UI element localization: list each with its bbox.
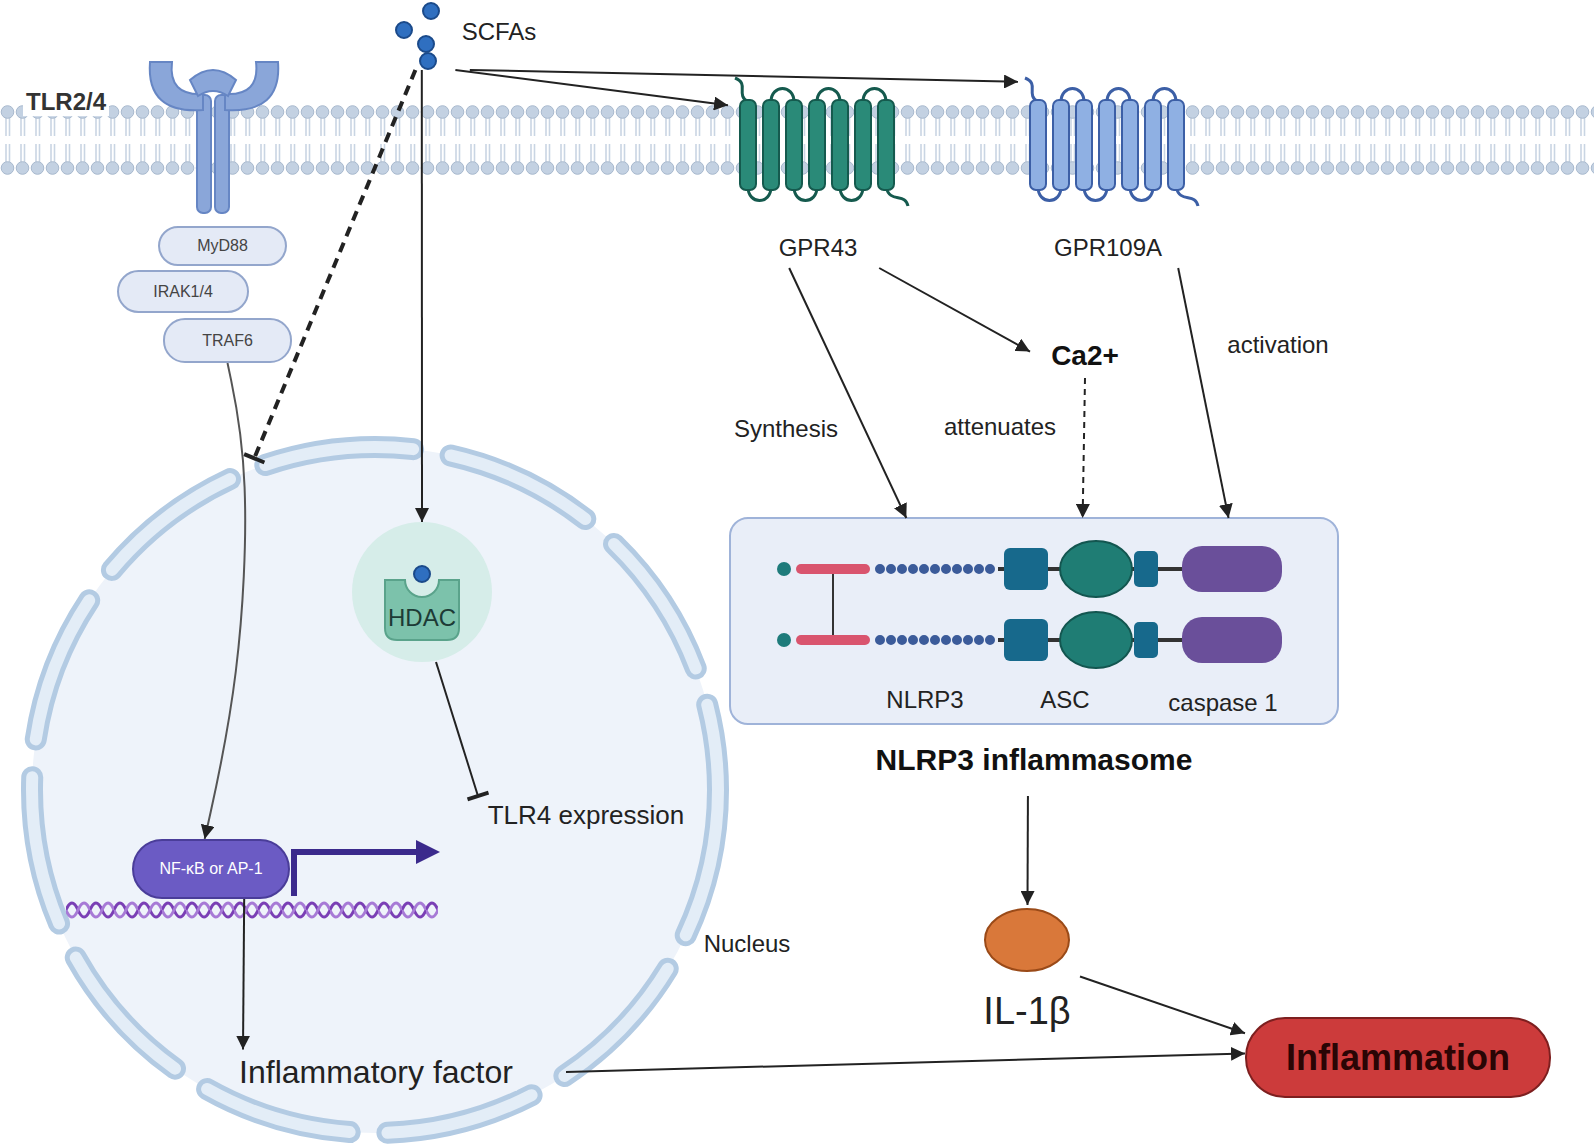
il1b-protein bbox=[985, 909, 1069, 971]
diagram-node: TLR4 expression bbox=[466, 796, 706, 836]
diagram-node: SCFAs bbox=[393, 0, 553, 70]
diagram-node: NF-κB or AP-1 bbox=[132, 839, 290, 899]
connector bbox=[243, 899, 244, 1050]
hdac-enzyme bbox=[352, 522, 492, 662]
connector bbox=[421, 70, 423, 522]
connector bbox=[1027, 796, 1029, 905]
diagram-node: Ca2+ bbox=[1030, 334, 1140, 378]
connector bbox=[789, 268, 906, 518]
node-text: Inflammatory factor bbox=[235, 1054, 517, 1091]
node-text: Inflammation bbox=[1286, 1037, 1510, 1078]
node-text: HDAC bbox=[388, 604, 456, 632]
diagram-node: Inflammatory factor bbox=[186, 1050, 566, 1095]
diagram-node: Inflammation bbox=[1245, 1017, 1551, 1098]
transcription-arrow bbox=[294, 840, 440, 896]
node-text: ASC bbox=[1040, 686, 1089, 714]
diagram-node: IL-1β bbox=[975, 905, 1080, 1035]
inflammasome-complex bbox=[730, 518, 1338, 724]
node-text: GPR109A bbox=[1054, 234, 1162, 262]
diagram-node: NucleusHDACNF-κB or AP-1TLR4 expressionI… bbox=[32, 447, 718, 1133]
node-text: caspase 1 bbox=[1168, 689, 1277, 717]
tlr-receptor bbox=[150, 62, 279, 213]
receptor-label: TLR2/4 bbox=[23, 88, 109, 116]
connector bbox=[1178, 268, 1228, 518]
connector bbox=[1080, 977, 1245, 1034]
node-text: NF-κB or AP-1 bbox=[146, 859, 276, 878]
node-text: Nucleus bbox=[704, 930, 791, 958]
dna-helix bbox=[66, 898, 438, 922]
connector bbox=[436, 662, 478, 796]
diagram-node: GPR109A bbox=[1018, 72, 1198, 268]
diagram-node: GPR43 bbox=[728, 72, 908, 268]
node-text: TRAF6 bbox=[202, 331, 253, 349]
node-text: NLRP3 inflammasome bbox=[876, 743, 1193, 778]
diagram-node: TRAF6 bbox=[163, 318, 292, 363]
gpr43-receptor bbox=[735, 78, 908, 206]
node-text: Ca2+ bbox=[1051, 340, 1119, 372]
gpr109a-receptor bbox=[1025, 78, 1198, 206]
scfa-molecules bbox=[396, 3, 439, 69]
connector bbox=[1083, 378, 1085, 518]
connector bbox=[254, 70, 415, 458]
edge-label: Synthesis bbox=[731, 415, 841, 443]
edge-label: attenuates bbox=[941, 413, 1059, 441]
node-text: GPR43 bbox=[779, 234, 858, 262]
diagram-node: HDAC bbox=[352, 522, 492, 662]
diagram-node: MyD88 bbox=[158, 226, 287, 266]
connector bbox=[566, 1053, 1245, 1072]
connector bbox=[879, 268, 1030, 352]
node-text: SCFAs bbox=[462, 18, 537, 46]
node-text: TLR4 expression bbox=[488, 801, 685, 831]
node-text: MyD88 bbox=[197, 237, 248, 255]
node-text: IRAK1/4 bbox=[153, 282, 213, 300]
node-text: IL-1β bbox=[983, 990, 1070, 1034]
connector bbox=[470, 70, 1018, 82]
diagram-node: NLRP3 ASC caspase 1 NLRP3 inflammasome bbox=[730, 518, 1338, 796]
nucleus-envelope bbox=[32, 447, 718, 1133]
node-text: NLRP3 bbox=[886, 686, 963, 714]
connector bbox=[205, 363, 246, 839]
edge-label: activation bbox=[1224, 331, 1331, 359]
diagram-node: IRAK1/4 bbox=[117, 270, 249, 313]
